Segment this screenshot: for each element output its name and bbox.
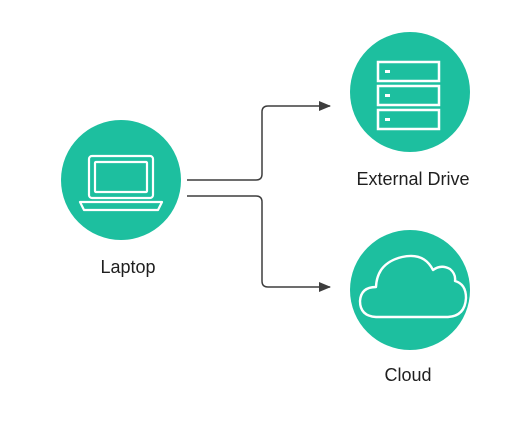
external-drive-node — [350, 32, 470, 152]
server-stack-icon — [376, 60, 441, 131]
cloud-node — [350, 230, 470, 350]
cloud-label: Cloud — [384, 365, 432, 385]
edge-laptop-to-cloud — [187, 195, 331, 292]
laptop-icon — [78, 154, 164, 212]
cloud-icon — [358, 254, 468, 319]
external-drive-label: External Drive — [356, 169, 470, 189]
edge-laptop-to-external-drive — [187, 101, 331, 181]
laptop-label: Laptop — [100, 257, 156, 277]
laptop-node — [61, 120, 181, 240]
